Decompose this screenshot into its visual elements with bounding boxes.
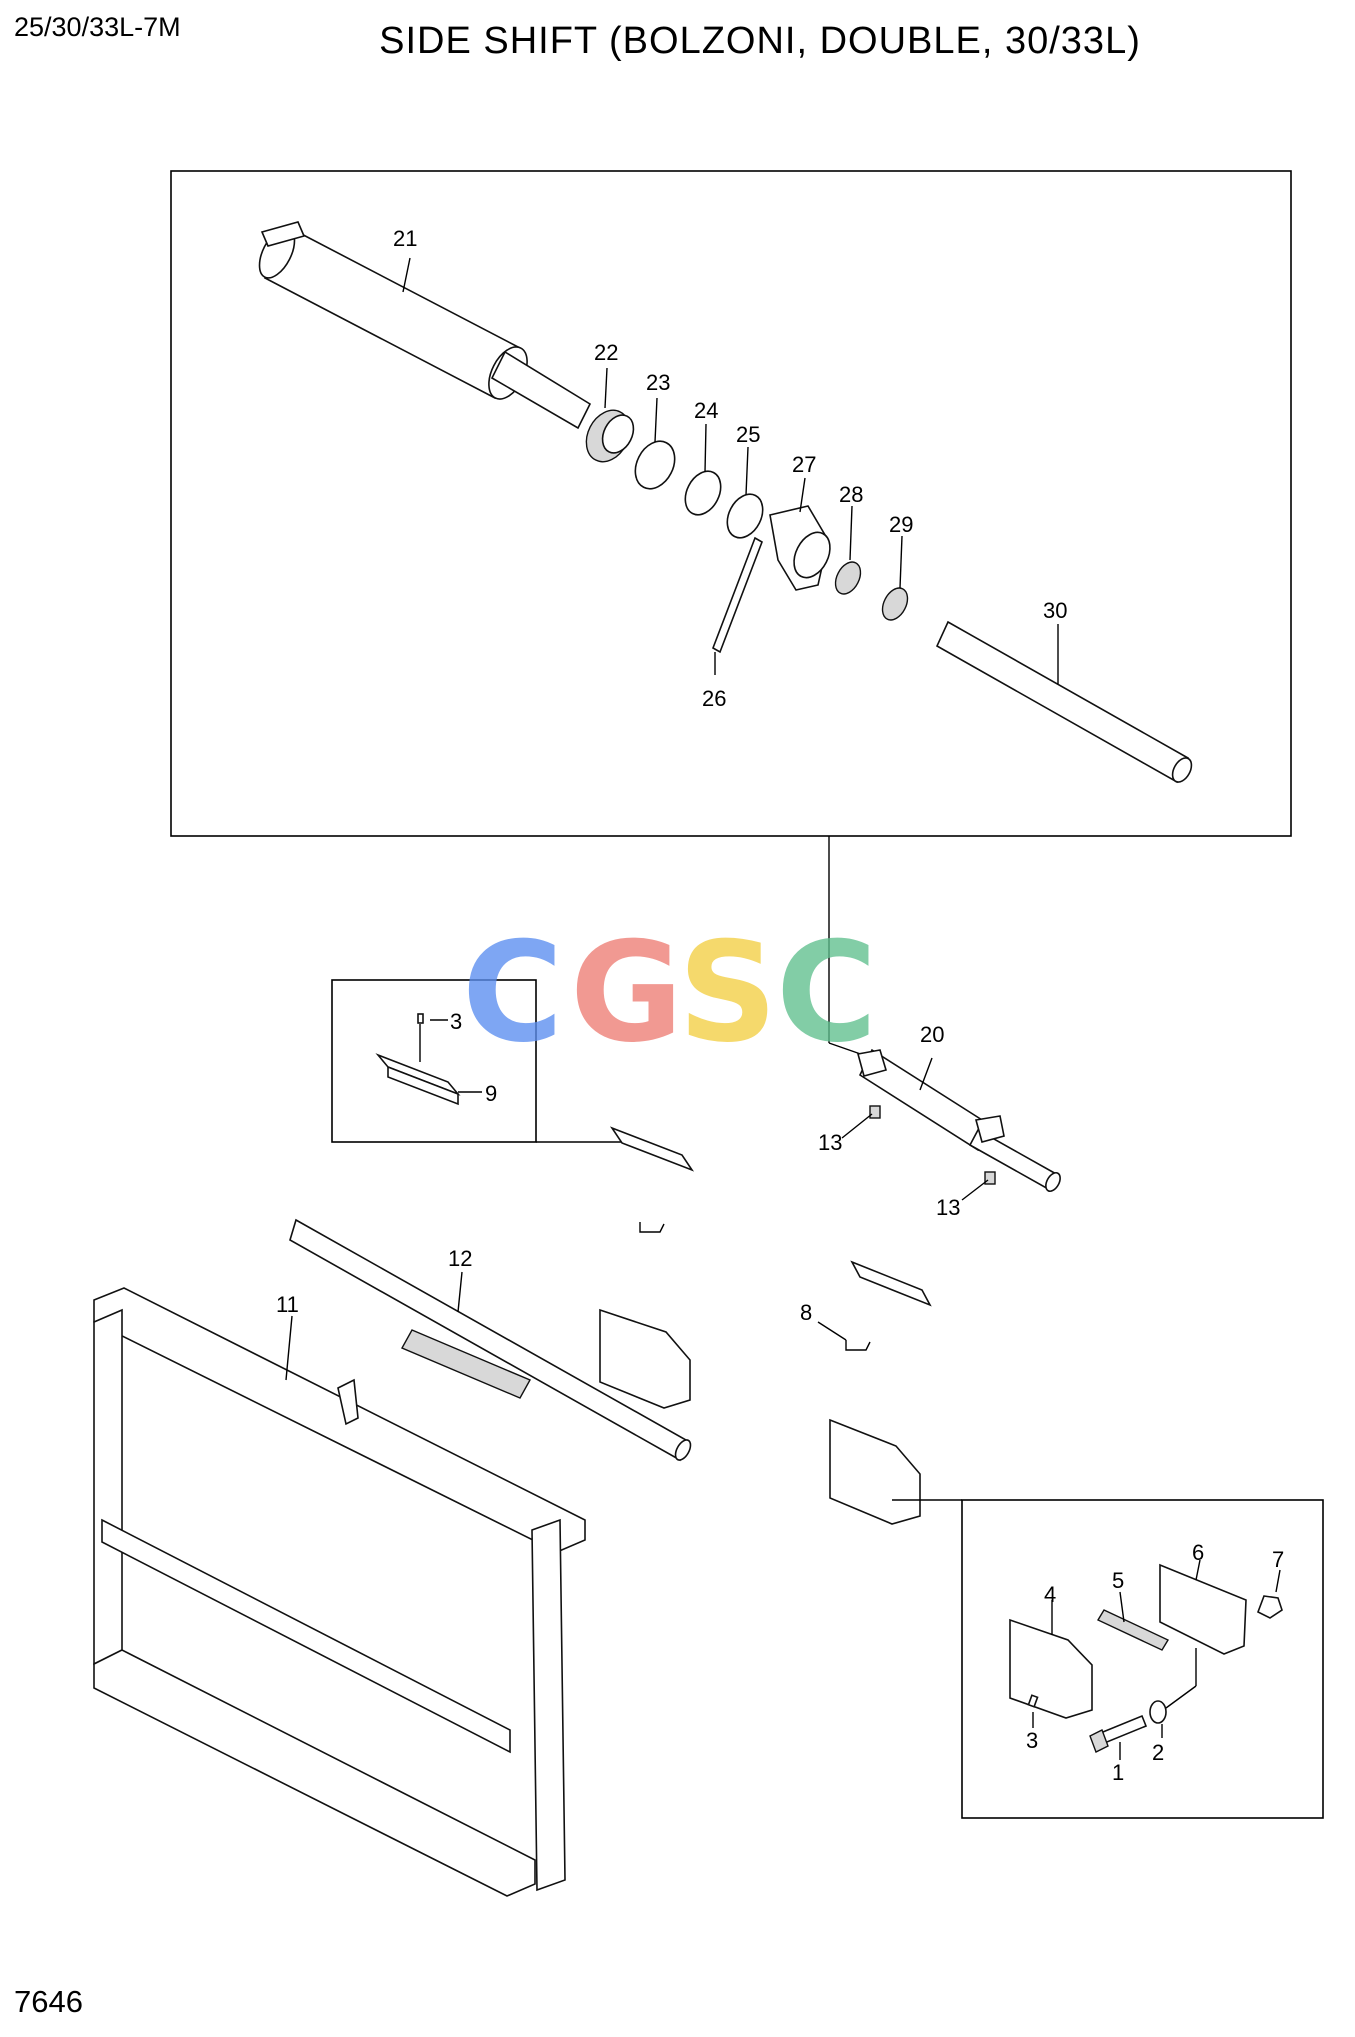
callout-26: 26: [702, 686, 726, 711]
callout-29: 29: [889, 512, 913, 537]
part-3-pin-lower: [1027, 1694, 1039, 1708]
model-code: 25/30/33L-7M: [14, 12, 181, 42]
callout-27: 27: [792, 452, 816, 477]
callout-25: 25: [736, 422, 760, 447]
callout-2: 2: [1152, 1740, 1164, 1765]
callout-24: 24: [694, 398, 718, 423]
callout-3-upper: 3: [450, 1009, 462, 1034]
watermark-letter-c1: C: [462, 912, 563, 1073]
callout-13-upper: 13: [818, 1130, 842, 1155]
page-number: 7646: [14, 1984, 83, 2019]
part-20-cylinder-assembly: [856, 1048, 1061, 1193]
callout-23: 23: [646, 370, 670, 395]
callout-30: 30: [1043, 598, 1067, 623]
part-28-wiper: [834, 561, 862, 595]
callout-3-lower: 3: [1026, 1728, 1038, 1753]
callout-5: 5: [1112, 1568, 1124, 1593]
lower-hook-detail-box: [961, 1499, 1324, 1819]
part-23-seal: [634, 440, 676, 490]
cylinder-leader-lines: [402, 257, 1059, 684]
part-1-bolt: [1089, 1714, 1148, 1753]
callout-20: 20: [920, 1022, 944, 1047]
spring-clip-upper: [639, 1222, 665, 1233]
page-title: SIDE SHIFT (BOLZONI, DOUBLE, 30/33L): [379, 20, 1141, 62]
upper-pad-detail-box: [331, 979, 537, 1143]
watermark-letter-s: S: [678, 912, 777, 1073]
cgsc-watermark: C G S C: [462, 912, 877, 1073]
callout-28: 28: [839, 482, 863, 507]
callout-8: 8: [800, 1300, 812, 1325]
callout-11: 11: [276, 1292, 299, 1317]
callout-1: 1: [1112, 1760, 1124, 1785]
part-25-backup-ring: [726, 493, 764, 539]
part-11-carriage-frame: [93, 1287, 586, 1897]
upper-pad-assembled: [609, 1126, 695, 1172]
part-3-pin-upper: [417, 1013, 424, 1024]
part-9-upper-pad: [375, 1053, 461, 1106]
part-7-nut: [1256, 1595, 1283, 1619]
watermark-letter-g: G: [570, 912, 683, 1073]
part-24-o-ring: [684, 470, 722, 516]
callout-12: 12: [448, 1246, 472, 1271]
part-2-washer: [1149, 1700, 1167, 1724]
part-6-hook-block: [1159, 1563, 1247, 1655]
part-12-rail: [289, 1218, 692, 1462]
callout-21: 21: [393, 226, 417, 251]
callout-9: 9: [485, 1081, 497, 1106]
lower-hook-block-right: [829, 1418, 921, 1525]
part-30-rod: [935, 620, 1193, 784]
part-13-fitting-upper: [869, 1105, 881, 1119]
callout-6: 6: [1192, 1540, 1204, 1565]
part-27-gland: [769, 505, 831, 591]
part-21-cylinder-barrel: [258, 221, 592, 430]
spring-clip-middle: [845, 1340, 871, 1351]
part-5-shim: [1097, 1609, 1169, 1651]
part-22-piston: [585, 409, 635, 463]
callout-13-lower: 13: [936, 1195, 960, 1220]
callout-22: 22: [594, 340, 618, 365]
part-4-hook-cover: [1009, 1618, 1093, 1719]
part-26-pin: [712, 536, 763, 654]
lower-pad-middle: [850, 1260, 932, 1307]
callout-7: 7: [1272, 1547, 1284, 1572]
lower-hook-block-left: [599, 1308, 691, 1409]
callout-4: 4: [1044, 1582, 1056, 1607]
part-29-bushing: [881, 587, 909, 621]
part-13-fitting-lower: [984, 1171, 996, 1185]
watermark-letter-c2: C: [776, 912, 877, 1073]
cylinder-detail-box: [170, 170, 1292, 837]
